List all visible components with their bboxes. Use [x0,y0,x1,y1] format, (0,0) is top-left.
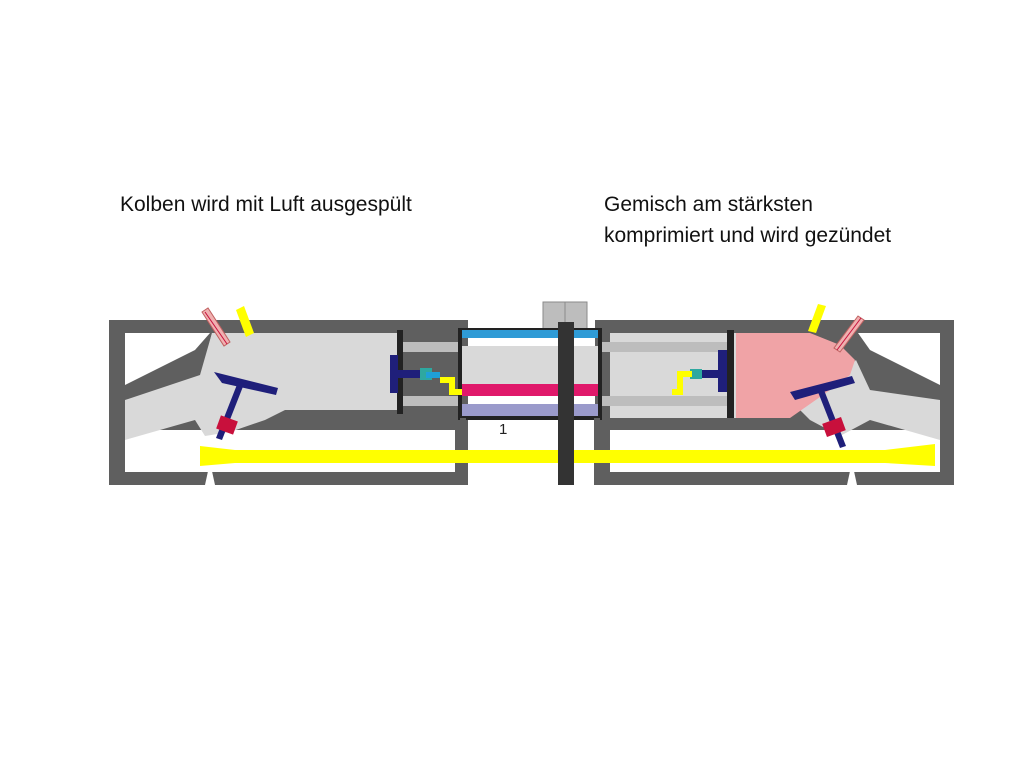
right-spark-plug [833,315,865,353]
middle-connecting-bar [462,384,598,396]
right-injector [808,304,826,333]
right-compressed-mixture [736,333,855,418]
marker-label-1: 1 [499,421,507,438]
central-assembly [440,301,692,485]
caption-right-ignition: Gemisch am stärksten komprimiert und wir… [604,193,892,247]
left-injector [236,306,254,337]
left-intake-valve [214,372,278,440]
caption-left-scavenging: Kolben wird mit Luft ausgespült [120,193,412,216]
top-connecting-bar [462,330,598,338]
right-piston-plate [727,330,734,418]
center-shaft [558,322,574,485]
bottom-connecting-bar [462,404,598,416]
right-intake-valve [790,376,855,448]
fuel-line [200,444,935,466]
left-spark-plug [201,307,231,347]
